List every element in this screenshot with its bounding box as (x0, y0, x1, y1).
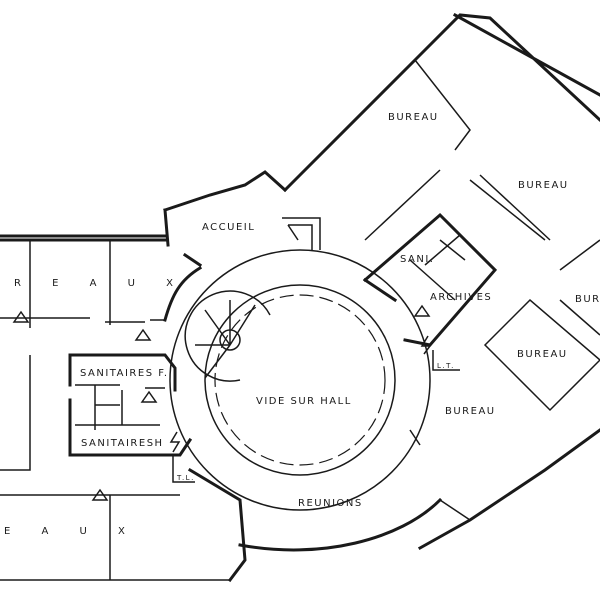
room-label-bureau-lower: BUREAU (445, 406, 496, 417)
room-label-sanitaires-f: SANITAIRES F. (80, 368, 169, 379)
electrical-icon (169, 431, 181, 453)
room-label-sanitaires-h: SANITAIRESH (81, 438, 164, 449)
wall-bureau-lower (409, 429, 471, 521)
rotunda-wall (169, 249, 431, 511)
room-label-accueil: ACCUEIL (202, 222, 255, 233)
tl-leader (172, 455, 195, 483)
room-label-bureau-top: BUREAU (388, 112, 439, 123)
vide-sur-hall-void (214, 294, 386, 466)
lt-leader (432, 350, 460, 371)
fire-extinguisher-icon (134, 328, 152, 341)
room-label-sani: SANI. (400, 254, 434, 265)
fire-extinguisher-icon (413, 304, 431, 317)
marker-lt: L.T. (437, 362, 455, 370)
wall-rotunda-left (163, 265, 203, 322)
wall-bureau-mid (483, 239, 600, 412)
outer-wall-right (282, 12, 600, 551)
wall-bureau-top (364, 59, 551, 241)
wall-top-left (0, 234, 167, 242)
room-label-bureau-edge: BUR (575, 294, 600, 305)
fire-extinguisher-icon (91, 488, 109, 501)
partitions-sanitaires (75, 384, 165, 430)
room-label-bureaux-top-left: R E A U X (14, 278, 187, 289)
fire-extinguisher-icon (140, 390, 158, 403)
marker-tl: T.L. (176, 474, 195, 482)
room-label-archives: ARCHIVES (430, 292, 492, 303)
electrical-icon (420, 335, 432, 355)
wall-bureaux-top-left (0, 240, 165, 328)
wall-bureaux-bottom-left (0, 355, 230, 581)
room-label-bureau-right-top: BUREAU (518, 180, 569, 191)
room-label-vide-sur-hall: VIDE SUR HALL (256, 396, 352, 407)
wall-accueil (163, 170, 288, 268)
spiral-staircase (184, 290, 271, 382)
fire-extinguisher-icon (12, 310, 30, 323)
gallery-edge (204, 284, 396, 476)
room-label-bureaux-bottom-left: E A U X (4, 526, 139, 537)
wall-archives (362, 212, 498, 347)
wall-sanitaires (68, 353, 193, 457)
room-label-bureau-right-mid: BUREAU (517, 349, 568, 360)
partitions-archives (409, 234, 466, 301)
elevator (282, 217, 321, 250)
room-label-reunions: REUNIONS (298, 498, 363, 509)
wall-bottom-curve (187, 467, 443, 583)
